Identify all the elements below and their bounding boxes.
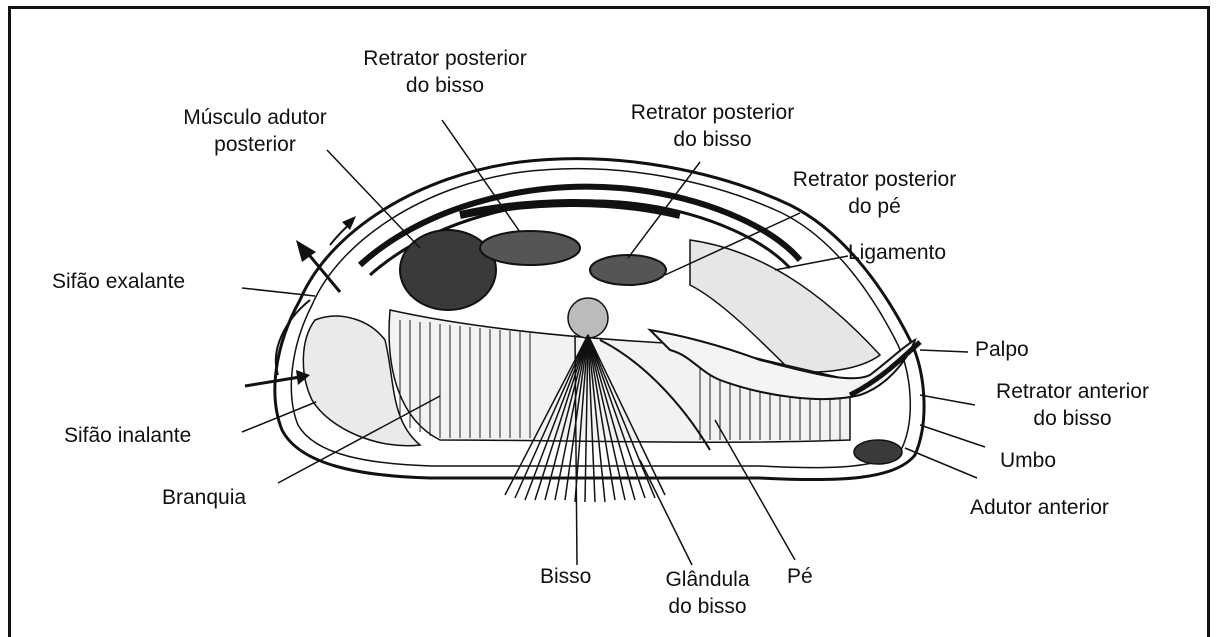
label-pe: Pé bbox=[787, 563, 813, 590]
label-sifao-inalante: Sifão inalante bbox=[64, 422, 191, 449]
byssal-gland bbox=[568, 298, 608, 338]
label-retrator-anterior-bisso: Retrator anterior do bisso bbox=[965, 378, 1180, 432]
label-sifao-exalante: Sifão exalante bbox=[52, 268, 185, 295]
posterior-byssal-retractor-2 bbox=[590, 255, 666, 285]
label-glandula-bisso: Glândula do bisso bbox=[640, 566, 775, 620]
label-ligamento: Ligamento bbox=[848, 239, 946, 266]
posterior-byssal-retractor-1 bbox=[480, 231, 580, 265]
anterior-adductor-muscle bbox=[854, 440, 902, 464]
label-bisso: Bisso bbox=[540, 563, 591, 590]
label-retrator-posterior-bisso-2: Retrator posterior do bisso bbox=[600, 99, 825, 153]
label-retrator-posterior-pe: Retrator posterior do pé bbox=[762, 166, 987, 220]
label-palpo: Palpo bbox=[975, 336, 1029, 363]
label-adutor-anterior: Adutor anterior bbox=[970, 494, 1109, 521]
label-musculo-adutor-posterior: Músculo adutor posterior bbox=[150, 104, 360, 158]
label-umbo: Umbo bbox=[1000, 447, 1056, 474]
label-branquia: Branquia bbox=[162, 484, 246, 511]
label-retrator-posterior-bisso-1: Retrator posterior do bisso bbox=[335, 45, 555, 99]
